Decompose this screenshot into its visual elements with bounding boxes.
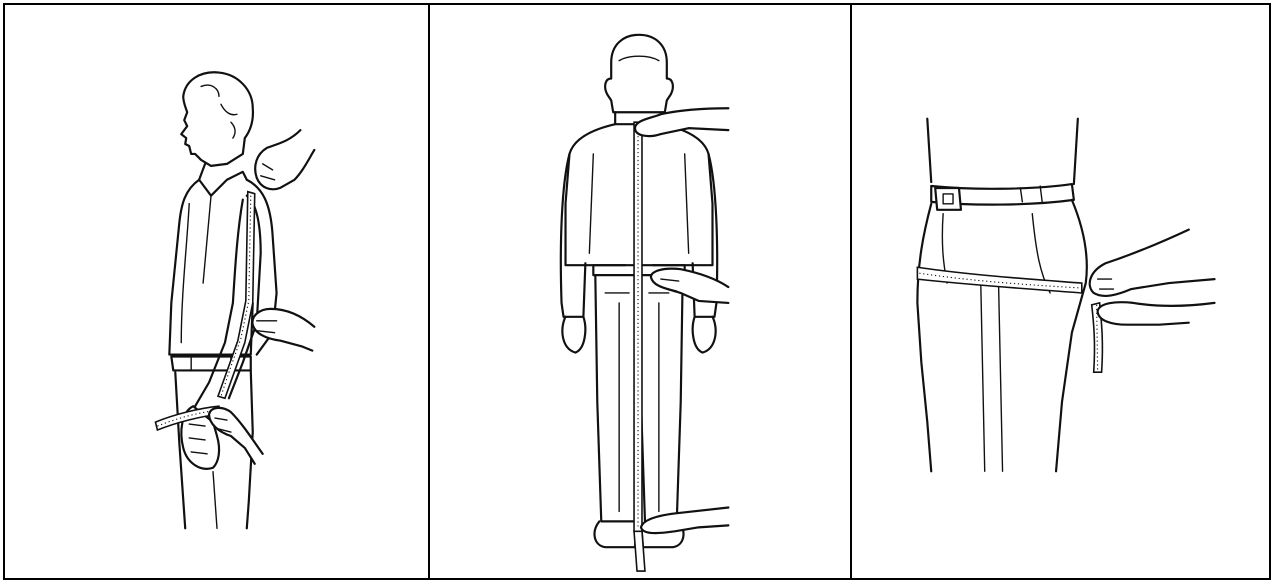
measurer-hands — [209, 130, 314, 464]
measurer-hands — [1090, 230, 1215, 325]
thigh-measurement-illustration — [852, 5, 1269, 578]
panel-length-measurement — [428, 5, 850, 578]
sleeve-measurement-illustration — [5, 5, 428, 578]
panel-thigh-measurement — [850, 5, 1269, 578]
panel-sleeve-measurement — [5, 5, 428, 578]
side-view-man — [169, 72, 276, 528]
trouser-closeup — [917, 119, 1086, 472]
length-measurement-illustration — [430, 5, 850, 578]
illustration-table — [3, 3, 1271, 580]
